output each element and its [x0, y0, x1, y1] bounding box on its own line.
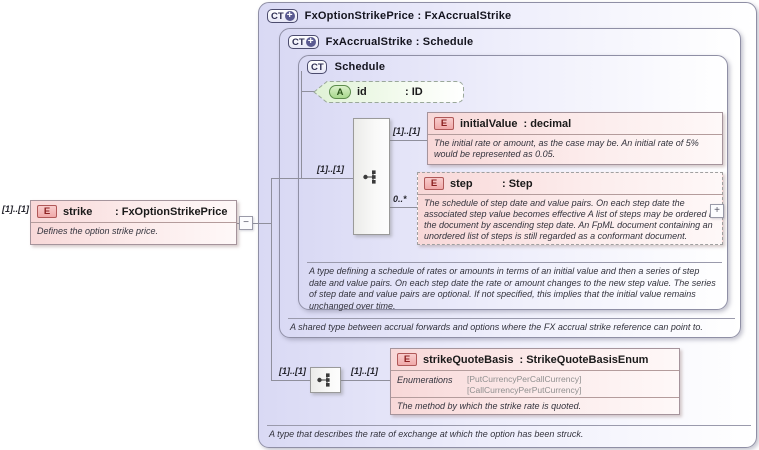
schedule-header[interactable]: CT Schedule — [299, 56, 727, 74]
enumeration-value: [CallCurrencyPerPutCurrency] — [467, 384, 582, 395]
fx-option-strike-price-doc: A type that describes the rate of exchan… — [267, 425, 751, 447]
complex-type-icon: CT — [307, 60, 327, 74]
element-icon: E — [434, 117, 454, 130]
attribute-icon: A — [329, 85, 351, 99]
attribute-outline — [313, 81, 464, 103]
element-strike-header[interactable]: E strike : FxOptionStrikePrice — [31, 201, 236, 223]
attribute-id[interactable]: A id : ID — [313, 80, 465, 104]
connector-line — [301, 71, 302, 179]
complex-type-icon: CT+ — [267, 9, 298, 23]
element-strike-quote-basis-header[interactable]: E strikeQuoteBasis : StrikeQuoteBasisEnu… — [391, 349, 679, 371]
enumerations-label: Enumerations — [397, 375, 453, 385]
plus-icon: + — [284, 11, 295, 21]
complex-type-icon-label: CT — [271, 10, 284, 22]
element-initial-value[interactable]: E initialValue : decimal The initial rat… — [427, 112, 723, 165]
element-doc: The initial rate or amount, as the case … — [434, 138, 699, 159]
enumeration-value: [PutCurrencyPerCallCurrency] — [467, 374, 582, 384]
enumeration-values: [PutCurrencyPerCallCurrency] [CallCurren… — [467, 374, 581, 395]
schedule-doc: A type defining a schedule of rates or a… — [307, 262, 722, 311]
element-type: : decimal — [523, 117, 572, 130]
element-step[interactable]: E step : Step The schedule of step date … — [417, 172, 723, 245]
element-type: : FxOptionStrikePrice — [115, 205, 228, 218]
element-step-header[interactable]: E step : Step — [418, 173, 722, 195]
element-type: : Step — [502, 177, 533, 190]
cardinality-label-strike: [1]..[1] — [2, 204, 29, 214]
attribute-name: id — [357, 86, 367, 98]
connector-line — [271, 178, 272, 381]
fx-option-strike-price-header[interactable]: CT+ FxOptionStrikePrice : FxAccrualStrik… — [259, 3, 756, 23]
element-strike-quote-basis[interactable]: E strikeQuoteBasis : StrikeQuoteBasisEnu… — [390, 348, 680, 415]
cardinality-label-quote-out: [1]..[1] — [351, 366, 378, 376]
cardinality-label-quote-in: [1]..[1] — [279, 366, 306, 376]
element-name: step — [450, 177, 473, 190]
element-doc: The method by which the strike rate is q… — [397, 401, 582, 411]
fx-accrual-strike-header[interactable]: CT+ FxAccrualStrike : Schedule — [280, 29, 740, 49]
complex-type-icon-label: CT — [311, 61, 324, 73]
connector-line — [301, 91, 315, 92]
cardinality-label-step: 0..* — [393, 194, 407, 204]
connector-line — [390, 140, 427, 141]
connector-line — [341, 380, 390, 381]
element-icon: E — [37, 205, 57, 218]
container-title: FxAccrualStrike : Schedule — [325, 36, 474, 48]
sequence-compositor[interactable] — [310, 367, 341, 393]
connector-line — [271, 380, 310, 381]
sequence-icon — [316, 373, 330, 387]
expand-toggle[interactable]: + — [710, 204, 724, 218]
element-name: strike — [63, 205, 93, 218]
element-initial-value-header[interactable]: E initialValue : decimal — [428, 113, 722, 135]
container-title: FxOptionStrikePrice : FxAccrualStrike — [304, 10, 512, 22]
complex-type-icon: CT+ — [288, 35, 319, 49]
element-name: initialValue — [460, 117, 518, 130]
attribute-type: : ID — [405, 86, 423, 98]
enumerations-row: Enumerations [PutCurrencyPerCallCurrency… — [391, 371, 679, 398]
container-title: Schedule — [334, 61, 386, 73]
sequence-icon — [362, 169, 376, 184]
cardinality-label-sequence: [1]..[1] — [317, 164, 344, 174]
element-icon: E — [424, 177, 444, 190]
complex-type-icon-label: CT — [292, 36, 305, 48]
collapse-toggle[interactable]: − — [239, 216, 253, 230]
connector-line — [237, 223, 271, 224]
element-type: : StrikeQuoteBasisEnum — [519, 353, 649, 366]
element-icon: E — [397, 353, 417, 366]
element-doc: Defines the option strike price. — [37, 226, 159, 236]
element-doc: The schedule of step date and value pair… — [424, 198, 716, 241]
element-strike[interactable]: E strike : FxOptionStrikePrice Defines t… — [30, 200, 237, 245]
plus-icon: + — [305, 37, 316, 47]
element-name: strikeQuoteBasis — [423, 353, 514, 366]
connector-line — [271, 178, 353, 179]
connector-line — [390, 207, 417, 208]
fx-accrual-strike-doc: A shared type between accrual forwards a… — [288, 318, 735, 337]
sequence-compositor[interactable] — [353, 118, 390, 235]
cardinality-label-initial-value: [1]..[1] — [393, 126, 420, 136]
